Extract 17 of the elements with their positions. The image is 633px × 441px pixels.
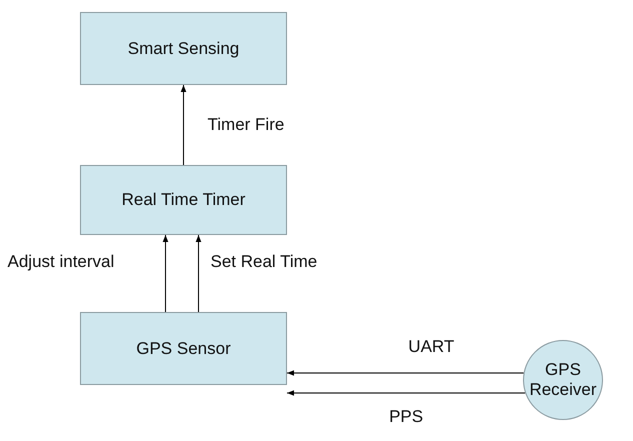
- edge-label: Timer Fire: [208, 115, 284, 135]
- arrow: [286, 390, 526, 396]
- node-label: GPS Sensor: [136, 338, 231, 358]
- arrow: [196, 234, 202, 312]
- node-label: Smart Sensing: [128, 38, 240, 58]
- arrow: [286, 370, 524, 376]
- edge-label: Set Real Time: [210, 252, 318, 272]
- process-box: [80, 312, 287, 385]
- edge-label: Adjust interval: [8, 252, 114, 272]
- arrow: [180, 84, 186, 166]
- edge-label: PPS: [389, 407, 424, 427]
- process-box: [80, 165, 287, 235]
- arrow: [162, 234, 168, 312]
- node-label: Real Time Timer: [122, 190, 246, 210]
- process-box: [80, 12, 287, 85]
- edge-label: UART: [408, 337, 454, 357]
- node-label: GPS Receiver: [528, 360, 598, 400]
